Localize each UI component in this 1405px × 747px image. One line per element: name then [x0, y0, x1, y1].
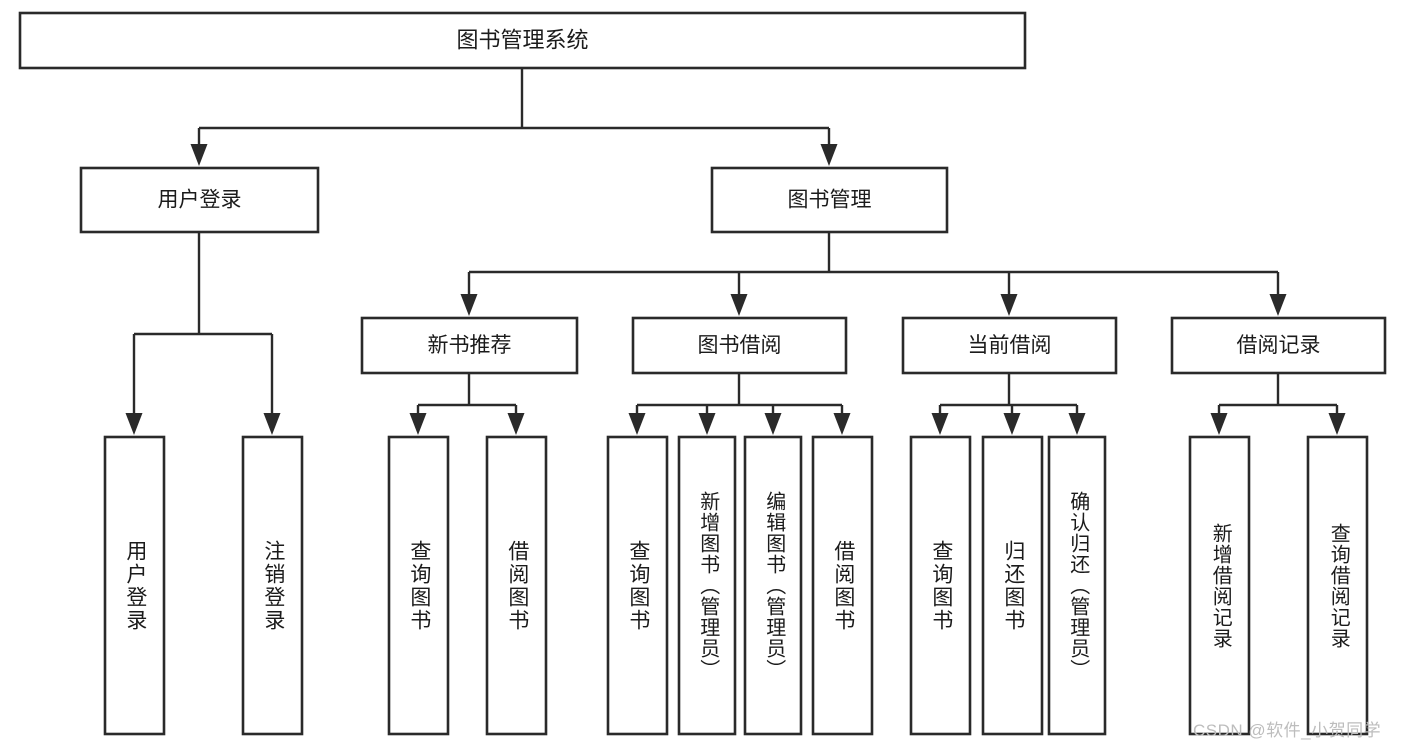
csdn-watermark: CSDN @软件_小贺同学: [1193, 721, 1382, 740]
arrow-head-icon: [820, 144, 838, 166]
leaf-box-leaf-query-record[interactable]: [1306, 435, 1369, 736]
arrow-head-icon: [628, 413, 646, 435]
arrow-head-icon: [1210, 413, 1228, 435]
arrow-head-icon: [263, 413, 281, 435]
leaf-box-leaf-add-book[interactable]: [677, 435, 737, 736]
leaf-box-leaf-query-book-2[interactable]: [606, 435, 669, 736]
node-label-borrow_record: 借阅记录: [1237, 334, 1321, 357]
arrow-head-icon: [698, 413, 716, 435]
node-box-borrow_record[interactable]: [1170, 316, 1387, 375]
connector-group-root-to-level2: [190, 68, 838, 166]
arrow-head-icon: [409, 413, 427, 435]
arrow-head-icon: [507, 413, 525, 435]
leaf-box-leaf-query-book-1[interactable]: [387, 435, 450, 736]
arrow-head-icon: [730, 294, 748, 316]
leaf-box-leaf-user-login[interactable]: [103, 435, 166, 736]
arrow-head-icon: [931, 413, 949, 435]
connector-group-new-book-fan: [409, 373, 525, 435]
node-box-book_borrow[interactable]: [631, 316, 848, 375]
connector-group-user-login-fan: [125, 232, 281, 435]
arrow-head-icon: [1328, 413, 1346, 435]
arrow-head-icon: [1068, 413, 1086, 435]
arrow-head-icon: [833, 413, 851, 435]
node-label-new_book_rec: 新书推荐: [428, 334, 512, 357]
arrow-head-icon: [764, 413, 782, 435]
arrow-head-icon: [1269, 294, 1287, 316]
connector-group-book-borrow-fan: [628, 373, 851, 435]
leaf-box-leaf-borrow-book-1[interactable]: [485, 435, 548, 736]
leaf-box-leaf-edit-book[interactable]: [743, 435, 803, 736]
arrow-head-icon: [1000, 294, 1018, 316]
connector-group-current-fan: [931, 373, 1086, 435]
node-box-current_borrow[interactable]: [901, 316, 1118, 375]
node-box-user_login[interactable]: [79, 166, 320, 234]
leaf-box-leaf-query-book-3[interactable]: [909, 435, 972, 736]
node-label-book_borrow: 图书借阅: [698, 334, 782, 357]
boxes-layer: [18, 11, 1387, 736]
leaf-box-leaf-confirm-return[interactable]: [1047, 435, 1107, 736]
leaf-box-leaf-add-record[interactable]: [1188, 435, 1251, 736]
connector-group-book-manage-fan: [460, 232, 1287, 316]
leaf-box-leaf-logout[interactable]: [241, 435, 304, 736]
connectors-layer: [125, 68, 1346, 435]
leaf-box-leaf-borrow-book-2[interactable]: [811, 435, 874, 736]
connector-group-record-fan: [1210, 373, 1346, 435]
node-box-root[interactable]: [18, 11, 1027, 70]
arrow-head-icon: [460, 294, 478, 316]
node-label-book_manage: 图书管理: [788, 189, 872, 212]
leaf-box-leaf-return-book[interactable]: [981, 435, 1044, 736]
node-box-new_book_rec[interactable]: [360, 316, 579, 375]
arrow-head-icon: [125, 413, 143, 435]
arrow-head-icon: [1003, 413, 1021, 435]
node-label-current_borrow: 当前借阅: [968, 334, 1052, 357]
node-box-book_manage[interactable]: [710, 166, 949, 234]
node-label-user_login: 用户登录: [158, 189, 242, 212]
arrow-head-icon: [190, 144, 208, 166]
node-label-root: 图书管理系统: [456, 27, 588, 52]
